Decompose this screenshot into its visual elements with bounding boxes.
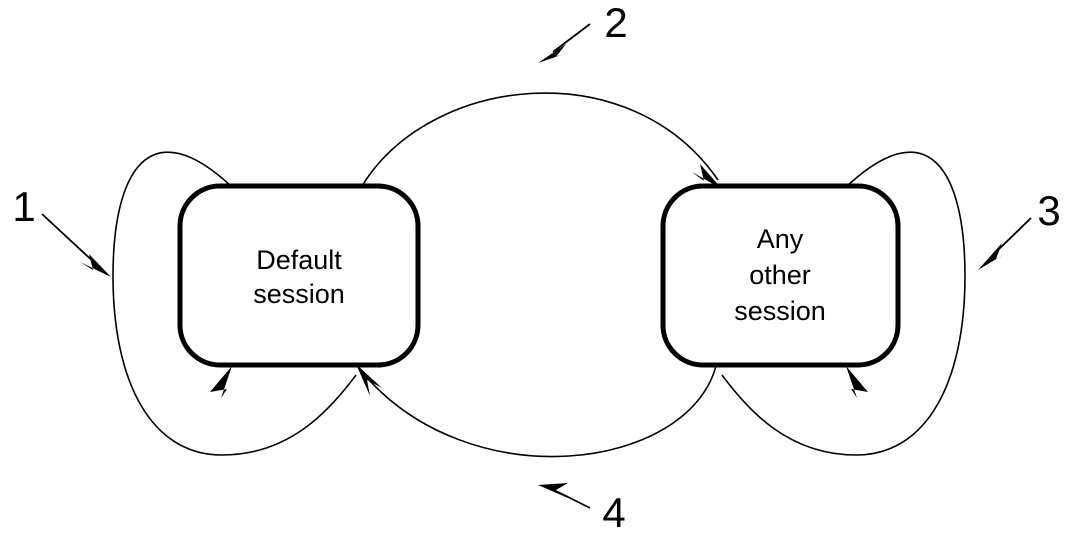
callout-4: 4 xyxy=(538,483,626,536)
transition-1-self-loop xyxy=(112,151,357,456)
state-any-other-session-line-1: Any xyxy=(757,224,804,254)
transition-1-arrowhead xyxy=(210,366,232,398)
state-any-other-session[interactable]: Any other session xyxy=(660,183,901,368)
state-any-other-session-line-2: other xyxy=(749,260,811,290)
callout-1-arrowhead xyxy=(80,254,111,277)
callout-3: 3 xyxy=(978,187,1061,270)
callout-1-leader-line xyxy=(41,213,99,267)
transition-3-self-loop xyxy=(721,151,966,456)
transition-3-arrowhead xyxy=(846,366,868,398)
state-default-session-box[interactable] xyxy=(177,183,421,368)
state-default-session[interactable]: Default session xyxy=(177,183,421,368)
state-any-other-session-box[interactable] xyxy=(660,183,901,368)
callout-4-arrowhead xyxy=(538,483,568,498)
callout-2-arrowhead xyxy=(538,44,570,63)
callout-4-label: 4 xyxy=(602,489,625,536)
callout-3-label: 3 xyxy=(1037,187,1060,234)
transition-4-arrowhead xyxy=(356,364,382,396)
transition-3-path xyxy=(721,151,966,456)
callout-2-leader-line xyxy=(552,23,591,53)
state-any-other-session-line-3: session xyxy=(734,296,826,326)
callout-2-label: 2 xyxy=(604,0,627,46)
callout-1-label: 1 xyxy=(12,183,35,230)
transition-4-arc xyxy=(356,364,717,458)
transition-2-path xyxy=(361,92,719,187)
state-default-session-line-2: session xyxy=(253,279,345,309)
callout-4-leader-line xyxy=(557,491,591,509)
callout-3-leader-line xyxy=(995,217,1032,253)
transition-1-path xyxy=(112,151,357,456)
transition-4-path xyxy=(361,365,717,458)
state-default-session-line-1: Default xyxy=(256,245,342,275)
transition-2-arc xyxy=(361,92,722,189)
transition-2-arrowhead xyxy=(692,164,722,189)
callout-3-arrowhead xyxy=(978,243,1008,270)
callout-2: 2 xyxy=(538,0,628,63)
callout-1: 1 xyxy=(12,183,111,277)
